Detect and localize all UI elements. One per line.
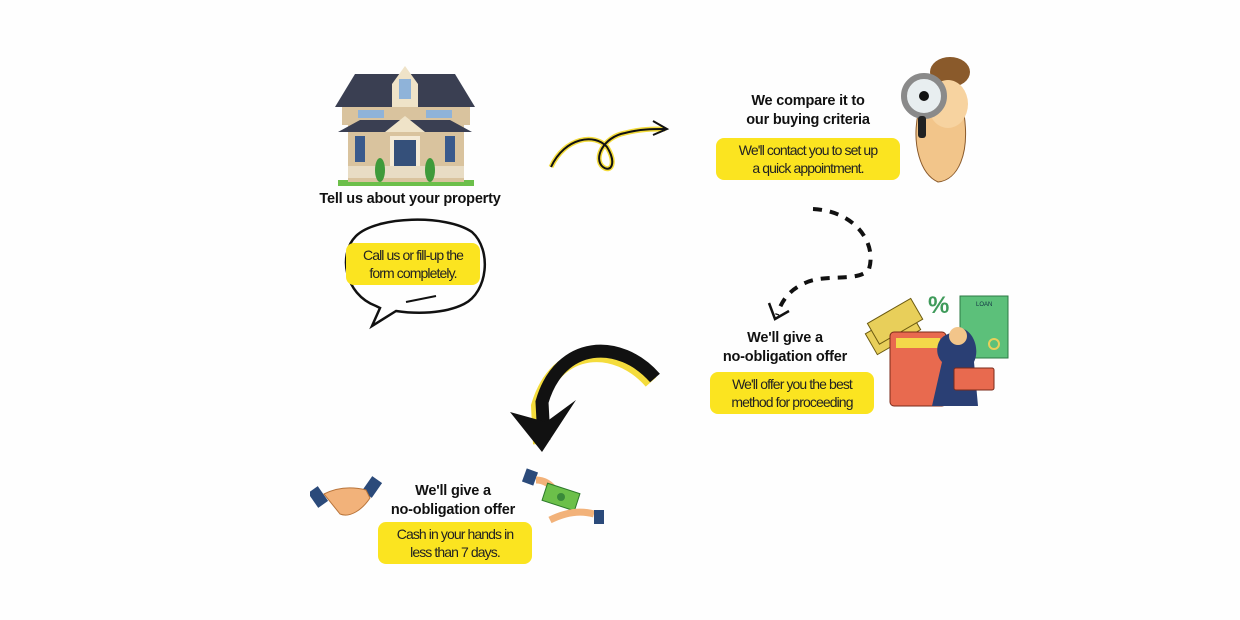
title-line: We'll give a: [415, 483, 491, 499]
title-line: no-obligation offer: [390, 502, 516, 518]
title-line: We compare it to: [751, 93, 865, 109]
detail-line: We'll offer you the best: [732, 376, 853, 392]
detail-line: Call us or fill-up the: [362, 247, 464, 263]
step4-title: We'll give a no-obligation offer: [343, 482, 563, 520]
step1-detail: Call us or fill-up the form completely.: [346, 243, 480, 285]
dashed-arrow-icon: [767, 207, 873, 321]
percent-sign: %: [928, 292, 950, 319]
detail-line: Cash in your hands in: [396, 526, 514, 542]
step1-title: Tell us about your property: [319, 191, 501, 207]
step2-detail: We'll contact you to set up a quick appo…: [716, 138, 900, 180]
handshake-icon: [310, 476, 382, 516]
swirl-arrow-icon: [548, 120, 670, 172]
detail-line: a quick appointment.: [752, 160, 864, 176]
step2-title: We compare it to our buying criteria: [698, 92, 918, 130]
curved-arrow-icon: [510, 344, 660, 452]
loan-illustration: [864, 295, 1009, 407]
house-icon: [335, 66, 475, 186]
detail-line: form completely.: [369, 265, 457, 281]
title-line: our buying criteria: [746, 112, 870, 128]
step3-detail: We'll offer you the best method for proc…: [710, 372, 874, 414]
loan-doc-label: LOAN: [976, 302, 993, 308]
title-line: no-obligation offer: [722, 349, 848, 365]
loan-calculator-woman-icon: % LOAN: [862, 290, 1012, 410]
magnifier-man-icon: [901, 57, 970, 183]
cash-hands-icon: [522, 468, 604, 524]
detail-line: We'll contact you to set up: [738, 142, 878, 158]
detail-line: method for proceeding: [731, 394, 853, 410]
detail-line: less than 7 days.: [410, 544, 501, 560]
title-line: We'll give a: [747, 330, 823, 346]
step3-title: We'll give a no-obligation offer: [675, 329, 895, 367]
step4-detail: Cash in your hands in less than 7 days.: [378, 522, 532, 564]
